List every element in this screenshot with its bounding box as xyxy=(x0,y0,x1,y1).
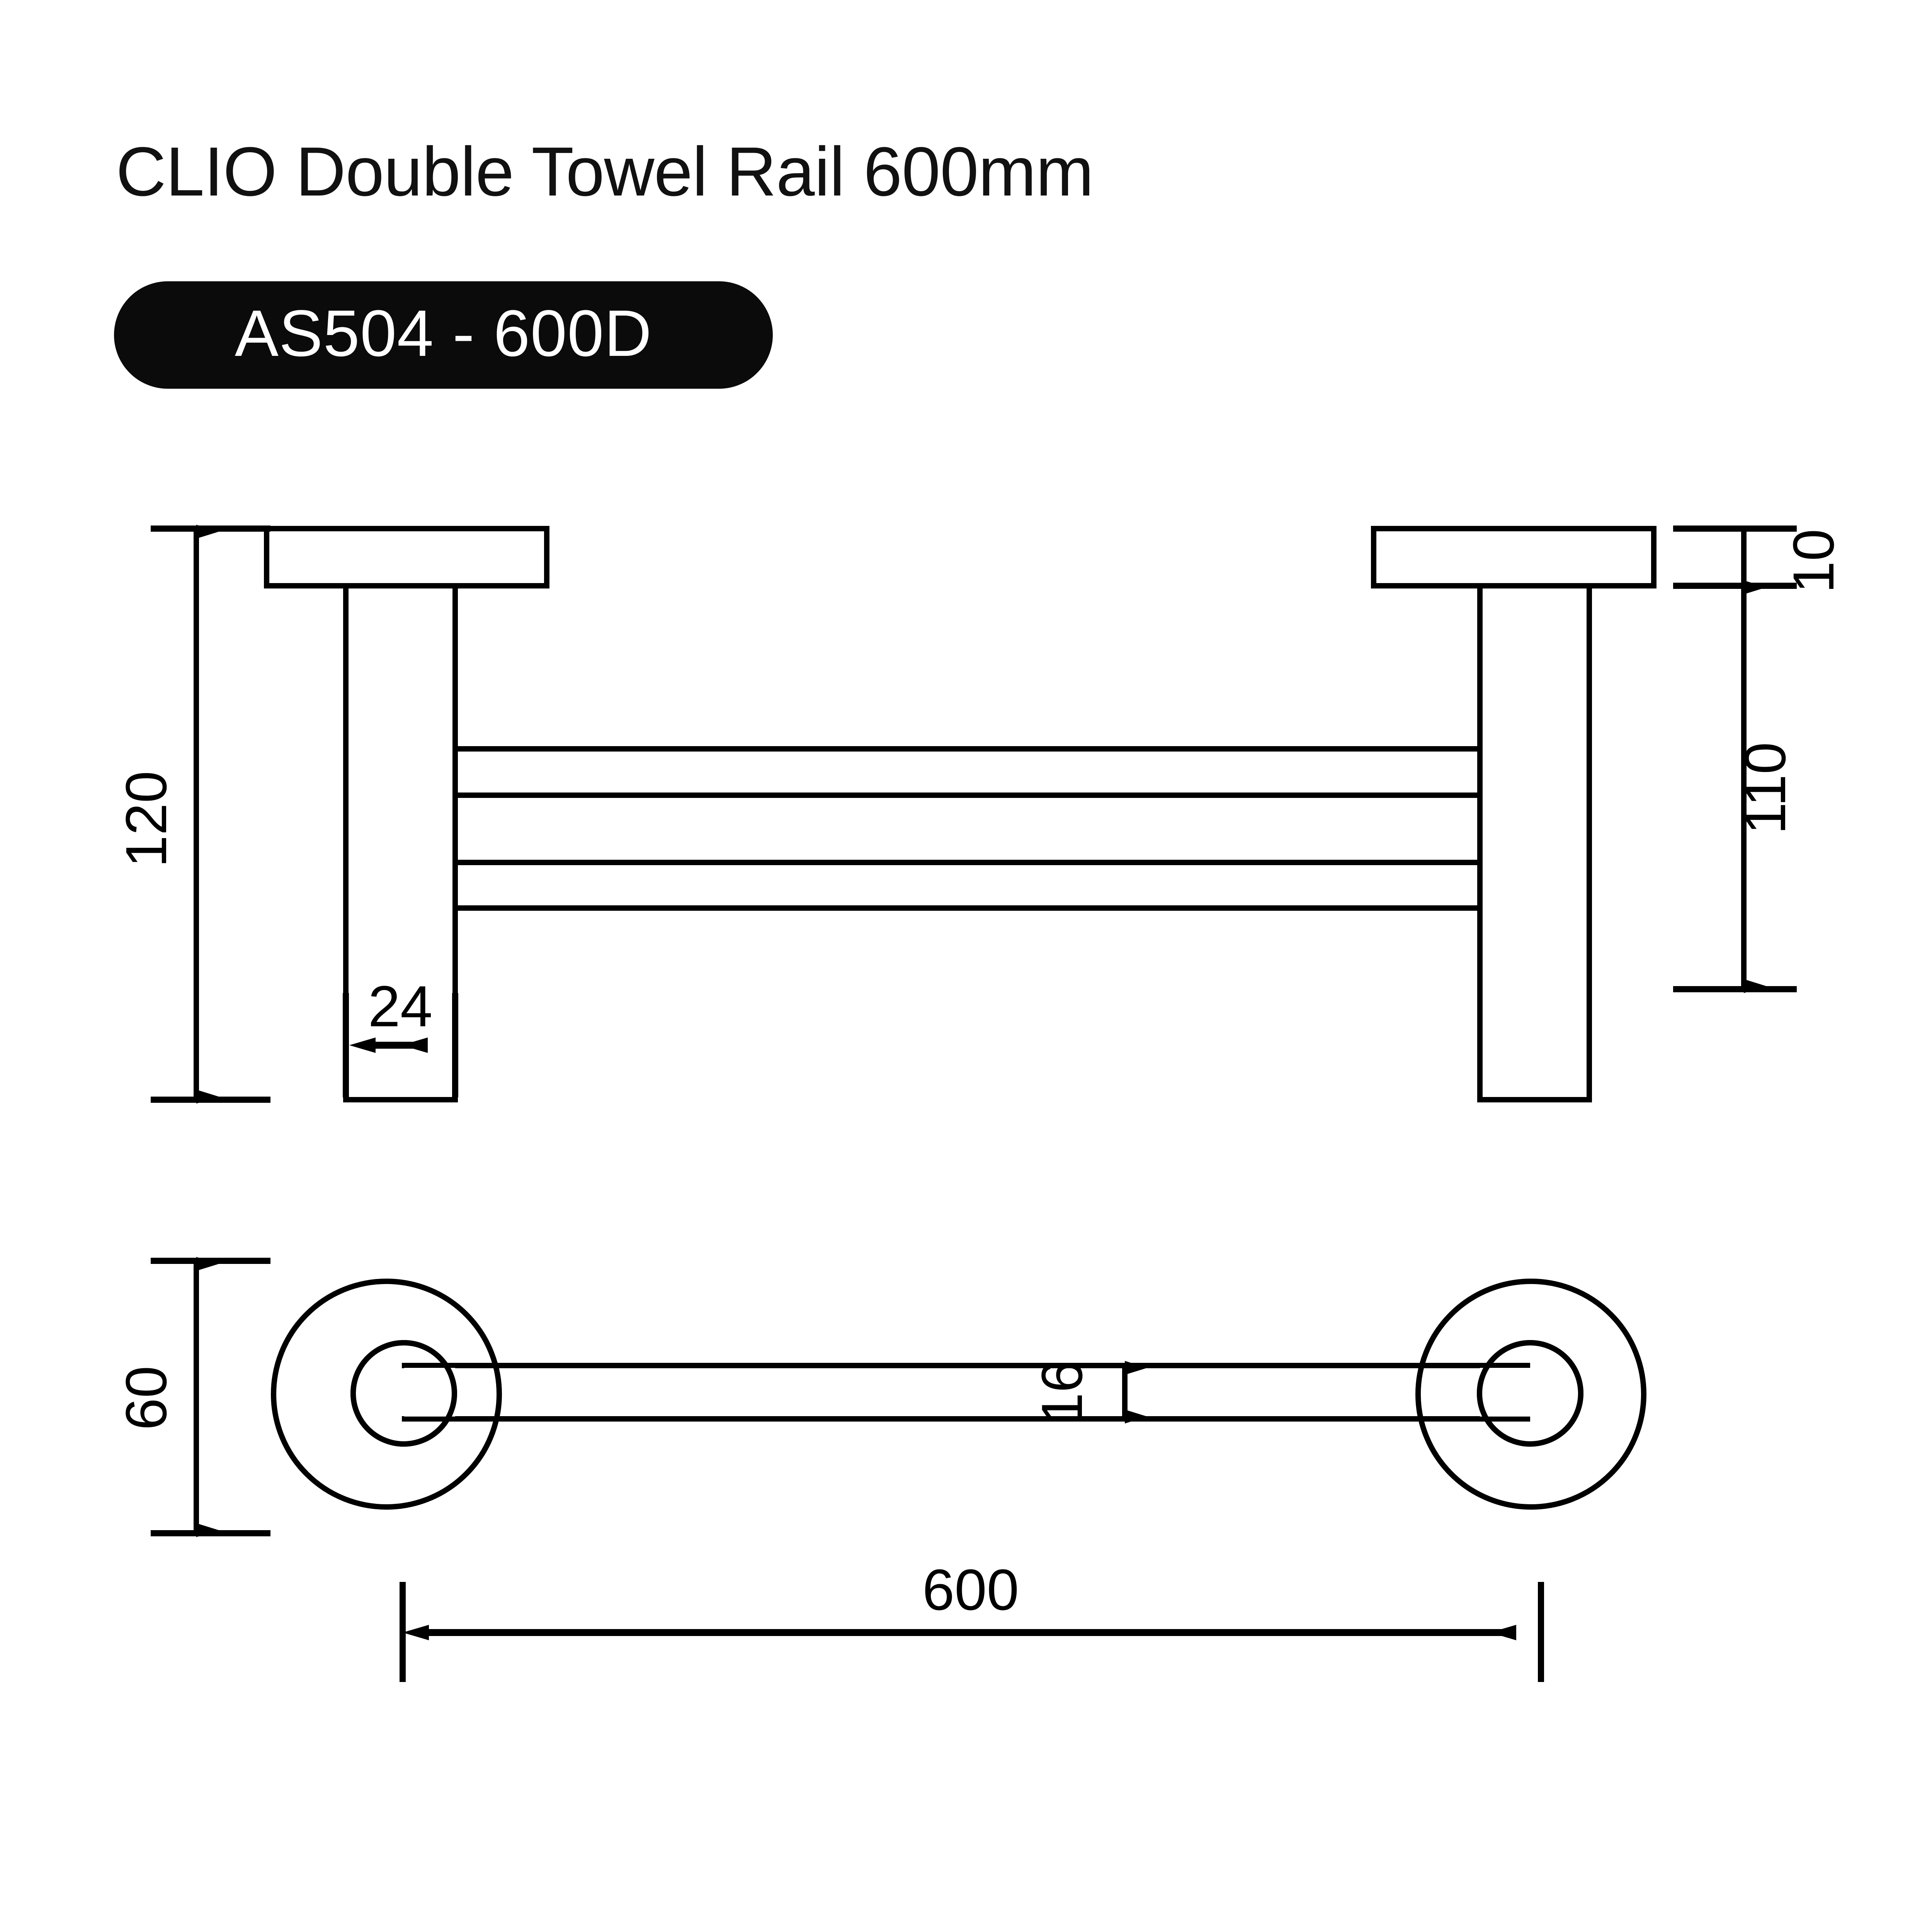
product-code-badge: AS504 - 600D xyxy=(114,281,773,389)
dimension-label-600: 600 xyxy=(922,1557,1019,1622)
right-post xyxy=(1477,583,1592,1102)
left-post xyxy=(343,583,458,1102)
right-wall-plate xyxy=(1371,526,1656,588)
left-wall-plate xyxy=(264,526,549,588)
page-title: CLIO Double Towel Rail 600mm xyxy=(116,133,1094,211)
dimension-overall-600: 600 xyxy=(400,1557,1544,1682)
product-code-label: AS504 - 600D xyxy=(235,297,652,370)
left-flange-outer-circle xyxy=(271,1279,502,1510)
dimension-label-16: 16 xyxy=(1029,1361,1094,1425)
dimension-flange-60: 60 xyxy=(114,1257,270,1537)
left-hub-restore xyxy=(350,1340,457,1447)
elevation-rails xyxy=(455,746,1480,911)
left-bracket xyxy=(264,526,549,1102)
right-hub-mask xyxy=(1480,1368,1531,1417)
right-flange-outer-circle xyxy=(1415,1279,1646,1510)
front-elevation-view: 120 24 10 110 xyxy=(114,525,1846,1104)
dimension-label-120: 120 xyxy=(114,771,179,867)
left-flange xyxy=(271,1279,502,1510)
dimension-rail-16: 16 xyxy=(1029,1361,1147,1425)
dimension-label-10: 10 xyxy=(1781,529,1846,594)
right-hub-restore xyxy=(1477,1340,1583,1447)
dimension-label-60: 60 xyxy=(114,1366,179,1430)
dimension-label-24: 24 xyxy=(368,974,433,1039)
dimension-post-width-24: 24 xyxy=(343,974,458,1097)
right-bracket xyxy=(1371,526,1656,1102)
dimension-label-110: 110 xyxy=(1733,742,1798,834)
dimension-height-120: 120 xyxy=(114,525,270,1104)
plan-rail xyxy=(402,1363,1530,1422)
dimension-projection-110: 110 xyxy=(1673,580,1798,993)
left-hub-mask xyxy=(404,1368,455,1417)
dimension-plate-thickness-10: 10 xyxy=(1673,526,1846,594)
plan-view: 60 16 600 xyxy=(114,1257,1646,1682)
